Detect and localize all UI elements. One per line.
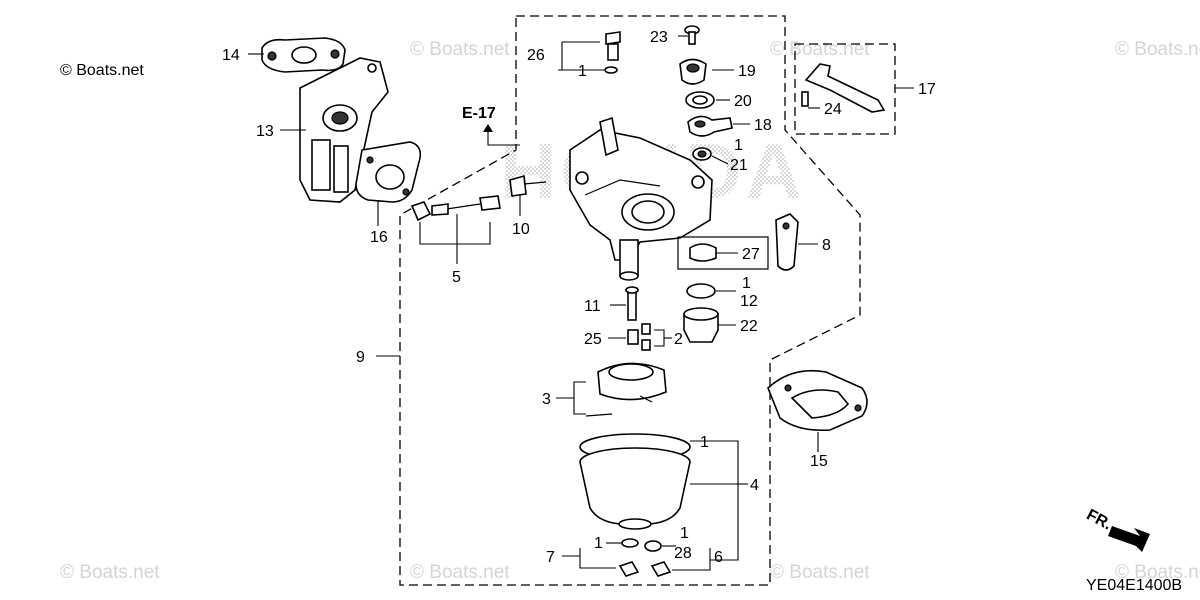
callout-5: 5 xyxy=(452,269,461,286)
callout-labels: 14 13 16 5 10 9 26 1 23 19 20 18 1 21 17… xyxy=(222,29,936,566)
callout-15: 15 xyxy=(810,453,828,470)
leader-lines xyxy=(248,35,914,571)
gasket-part-14 xyxy=(261,37,346,73)
watermark-text: © Boats.net xyxy=(410,39,510,60)
jet-part-2 xyxy=(641,323,651,351)
callout-26: 26 xyxy=(527,47,545,64)
callout-19: 19 xyxy=(738,63,756,80)
callout-23: 23 xyxy=(650,29,668,46)
insulator-part-13 xyxy=(299,57,389,203)
callout-7: 7 xyxy=(546,549,555,566)
float-chamber-part-4 xyxy=(579,433,691,530)
callout-12: 12 xyxy=(740,293,758,310)
gasket-part-15 xyxy=(767,369,868,432)
callout-9: 9 xyxy=(356,349,365,366)
cap-part-19 xyxy=(679,58,707,85)
callout-17: 17 xyxy=(918,81,936,98)
callout-1: 1 xyxy=(578,63,587,80)
callout-13: 13 xyxy=(256,123,274,140)
o-ring-part-12 xyxy=(686,283,716,299)
diagram-code: YE04E1400B xyxy=(1086,577,1182,594)
callout-1: 1 xyxy=(734,137,743,154)
lever-part-18 xyxy=(687,115,733,137)
watermark-text: © Boats.net xyxy=(1115,39,1200,60)
seal-part-21 xyxy=(692,147,712,161)
callout-27: 27 xyxy=(742,246,760,263)
lever-kit-boundary xyxy=(794,43,896,135)
callout-1: 1 xyxy=(594,535,603,552)
screw-part-23 xyxy=(684,25,700,45)
callout-22: 22 xyxy=(740,318,758,335)
gasket-part-16 xyxy=(355,141,422,203)
callout-24: 24 xyxy=(824,101,842,118)
screw-set-part-5 xyxy=(410,195,501,222)
bolt-part-6 xyxy=(644,540,672,577)
drain-valve-part-8 xyxy=(775,213,799,271)
front-direction-label: FR. xyxy=(1084,506,1115,533)
reference-arrow-icon xyxy=(483,124,493,132)
cap-part-22 xyxy=(683,307,719,343)
bolt-part-26 xyxy=(604,31,621,74)
front-direction-icon xyxy=(1108,526,1150,552)
section-reference: E-17 xyxy=(462,105,496,122)
callout-25: 25 xyxy=(584,331,602,348)
carburetor-body xyxy=(569,116,713,281)
callout-2: 2 xyxy=(674,331,683,348)
screw-part-10 xyxy=(509,174,547,197)
float-part-3 xyxy=(585,362,667,417)
callout-21: 21 xyxy=(730,157,748,174)
callout-10: 10 xyxy=(512,221,530,238)
callout-1: 1 xyxy=(680,525,689,542)
watermark-text: © Boats.net xyxy=(60,562,160,583)
callout-3: 3 xyxy=(542,391,551,408)
callout-11: 11 xyxy=(584,298,601,315)
watermark-text: © Boats.net xyxy=(1115,562,1200,583)
callout-20: 20 xyxy=(734,93,752,110)
seal-part-20 xyxy=(685,91,715,109)
valve-seat-part-27 xyxy=(677,236,769,270)
reference-leader xyxy=(487,127,520,146)
assembly-boundary xyxy=(399,15,861,586)
callout-8: 8 xyxy=(822,237,831,254)
choke-lever-part-17 xyxy=(801,63,886,113)
jet-part-25 xyxy=(627,329,639,345)
callout-1: 1 xyxy=(742,275,751,292)
watermark-text: © Boats.net xyxy=(410,562,510,583)
callout-14: 14 xyxy=(222,47,240,64)
copyright-label: © Boats.net xyxy=(60,62,144,79)
watermark-text: © Boats.net xyxy=(770,562,870,583)
callout-28: 28 xyxy=(674,545,692,562)
jet-part-11 xyxy=(625,286,639,321)
callout-6: 6 xyxy=(714,549,723,566)
callout-4: 4 xyxy=(750,477,759,494)
callout-16: 16 xyxy=(370,229,388,246)
bolt-part-7 xyxy=(618,538,640,577)
callout-18: 18 xyxy=(754,117,772,134)
callout-1: 1 xyxy=(700,434,709,451)
